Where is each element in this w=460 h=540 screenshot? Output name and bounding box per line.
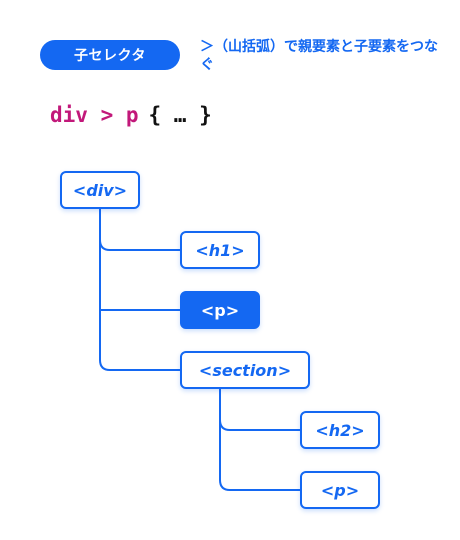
selector-type-badge: 子セレクタ bbox=[40, 40, 180, 70]
node-h1: <h1> bbox=[180, 231, 260, 269]
connector-section-to-h2 bbox=[219, 388, 302, 431]
selector-description: ＞（山括弧）で親要素と子要素をつなぐ bbox=[200, 39, 438, 73]
node-section: <section> bbox=[180, 351, 310, 389]
code-declaration-block: { … } bbox=[148, 103, 212, 127]
connector-div-to-h1 bbox=[99, 208, 182, 251]
code-example: div > p { … } bbox=[50, 100, 212, 130]
connector-div-to-section bbox=[99, 310, 182, 371]
code-selector: div > p bbox=[50, 103, 139, 127]
node-p-selected: <p> bbox=[180, 291, 260, 329]
connector-section-to-p bbox=[219, 420, 302, 491]
node-p-nested: <p> bbox=[300, 471, 380, 509]
node-div: <div> bbox=[60, 171, 140, 209]
node-h2: <h2> bbox=[300, 411, 380, 449]
